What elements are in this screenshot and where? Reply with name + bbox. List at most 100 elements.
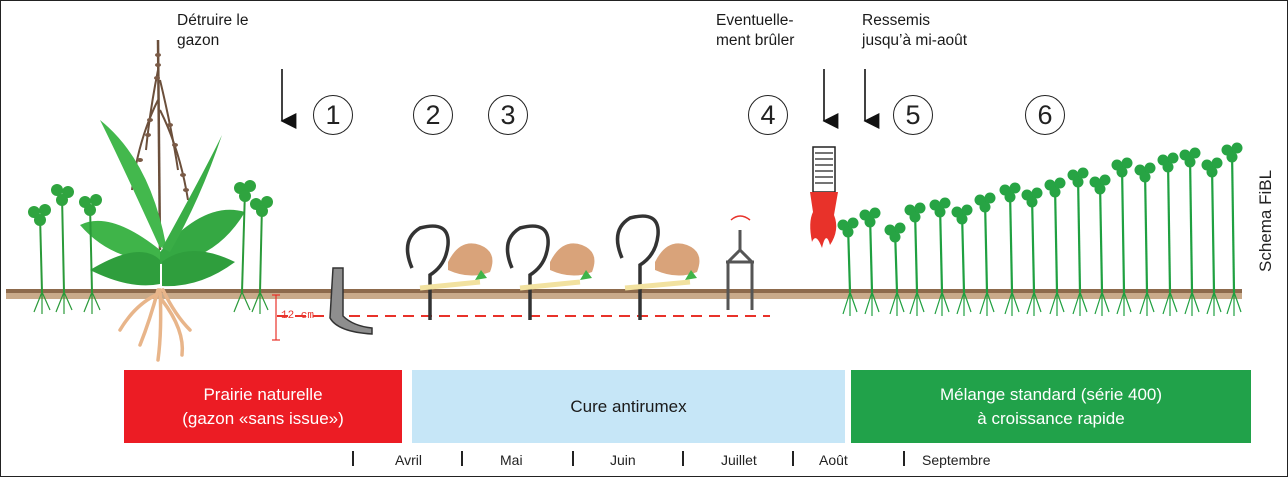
month-divider (792, 451, 794, 466)
month-september: Septembre (922, 452, 991, 468)
clover-leaf (939, 197, 951, 209)
young-plant-stem (938, 204, 944, 293)
step-number-3: 3 (488, 95, 528, 135)
plough-share-icon (329, 267, 373, 335)
clover-leaf (961, 204, 973, 216)
step-number-6: 6 (1025, 95, 1065, 135)
clover-leaf (1231, 142, 1243, 154)
clover-leaf (1144, 162, 1156, 174)
young-plant-roots (909, 291, 925, 316)
clover-leaf (842, 226, 854, 238)
young-plant-roots (1162, 291, 1178, 316)
clover-leaf (1077, 167, 1089, 179)
clover-leaf (1049, 186, 1061, 198)
month-divider (682, 451, 684, 466)
month-divider (461, 451, 463, 466)
clover-leaf (1099, 174, 1111, 186)
clover-leaf (1184, 156, 1196, 168)
young-plant-stem (868, 214, 874, 293)
young-plant-stem (1210, 164, 1216, 293)
month-may: Mai (500, 452, 523, 468)
soil-surface (6, 289, 1242, 293)
young-plant-roots (864, 291, 880, 316)
month-divider (352, 451, 354, 466)
grass-and-clover-plant-icon (39, 189, 263, 293)
clover-leaf (1054, 177, 1066, 189)
young-plant-stem (1143, 169, 1149, 293)
phase-standard-mixture: Mélange standard (série 400) à croissanc… (851, 370, 1251, 443)
clover-leaf (934, 206, 946, 218)
young-plant-roots (1072, 291, 1088, 316)
month-august: Août (819, 452, 848, 468)
clover-leaf (1072, 176, 1084, 188)
young-plant-stem (1053, 184, 1059, 293)
phase-natural-meadow: Prairie naturelle (gazon «sans issue») (124, 370, 402, 443)
clover-leaf (984, 192, 996, 204)
young-plant-roots (934, 291, 950, 316)
young-plant-roots (979, 291, 995, 316)
clover-leaf (1189, 147, 1201, 159)
clover-leaf (889, 231, 901, 243)
young-plant-stem (960, 211, 966, 293)
young-plant-roots (889, 291, 905, 316)
young-plant-roots (1094, 291, 1110, 316)
clover-leaf (1167, 152, 1179, 164)
clover-leaf (864, 216, 876, 228)
young-plant-stem (1030, 194, 1036, 293)
young-plant-roots (842, 291, 858, 316)
month-july: Juillet (721, 452, 757, 468)
phase-rumex-treatment: Cure antirumex (412, 370, 845, 443)
young-plant-roots (1206, 291, 1222, 316)
month-june: Juin (610, 452, 636, 468)
clover-leaf (1026, 196, 1038, 208)
dock-weed-plant-icon (80, 39, 245, 362)
step-number-5: 5 (893, 95, 933, 135)
rotary-harrow-icon (726, 215, 754, 310)
young-plant-roots (1139, 291, 1155, 316)
young-plant-stem (1120, 164, 1126, 293)
working-depth-label: 12 cm (281, 310, 315, 322)
young-plant-roots (1226, 291, 1242, 316)
young-plant-stem (1076, 174, 1082, 293)
clover-leaf (979, 201, 991, 213)
clover-leaf (847, 217, 859, 229)
clover-leaf (1009, 182, 1021, 194)
young-plant-roots (1004, 291, 1020, 316)
young-plant-stem (1230, 149, 1236, 293)
flame-burner-icon (810, 146, 838, 248)
clover-leaf (1211, 157, 1223, 169)
young-plant-roots (1116, 291, 1132, 316)
clover-leaf (1094, 183, 1106, 195)
clover-leaf (1004, 191, 1016, 203)
clover-leaf (1121, 157, 1133, 169)
young-plant-stem (1008, 189, 1014, 293)
young-plant-stem (1188, 154, 1194, 293)
clover-leaf (1031, 187, 1043, 199)
clover-leaf (909, 211, 921, 223)
step-number-1: 1 (313, 95, 353, 135)
young-plant-stem (983, 199, 989, 293)
clover-leaf (1116, 166, 1128, 178)
clover-leaf (1206, 166, 1218, 178)
step-number-2: 2 (413, 95, 453, 135)
soil-band (6, 289, 1242, 299)
clover-leaf (1226, 151, 1238, 163)
clover-leaf (869, 207, 881, 219)
young-meadow-plants (837, 142, 1243, 316)
hand-pulling-root-icon (419, 243, 700, 291)
young-plant-stem (1098, 181, 1104, 293)
month-april: Avril (395, 452, 422, 468)
rumex-weeding-hook-icon (405, 214, 660, 320)
young-plant-roots (1026, 291, 1042, 316)
clover-leaf (1162, 161, 1174, 173)
young-plant-stem (913, 209, 919, 293)
young-plant-roots (1049, 291, 1065, 316)
month-divider (572, 451, 574, 466)
young-plant-roots (956, 291, 972, 316)
clover-leaf (956, 213, 968, 225)
clover-leaf (894, 222, 906, 234)
step-number-4: 4 (748, 95, 788, 135)
